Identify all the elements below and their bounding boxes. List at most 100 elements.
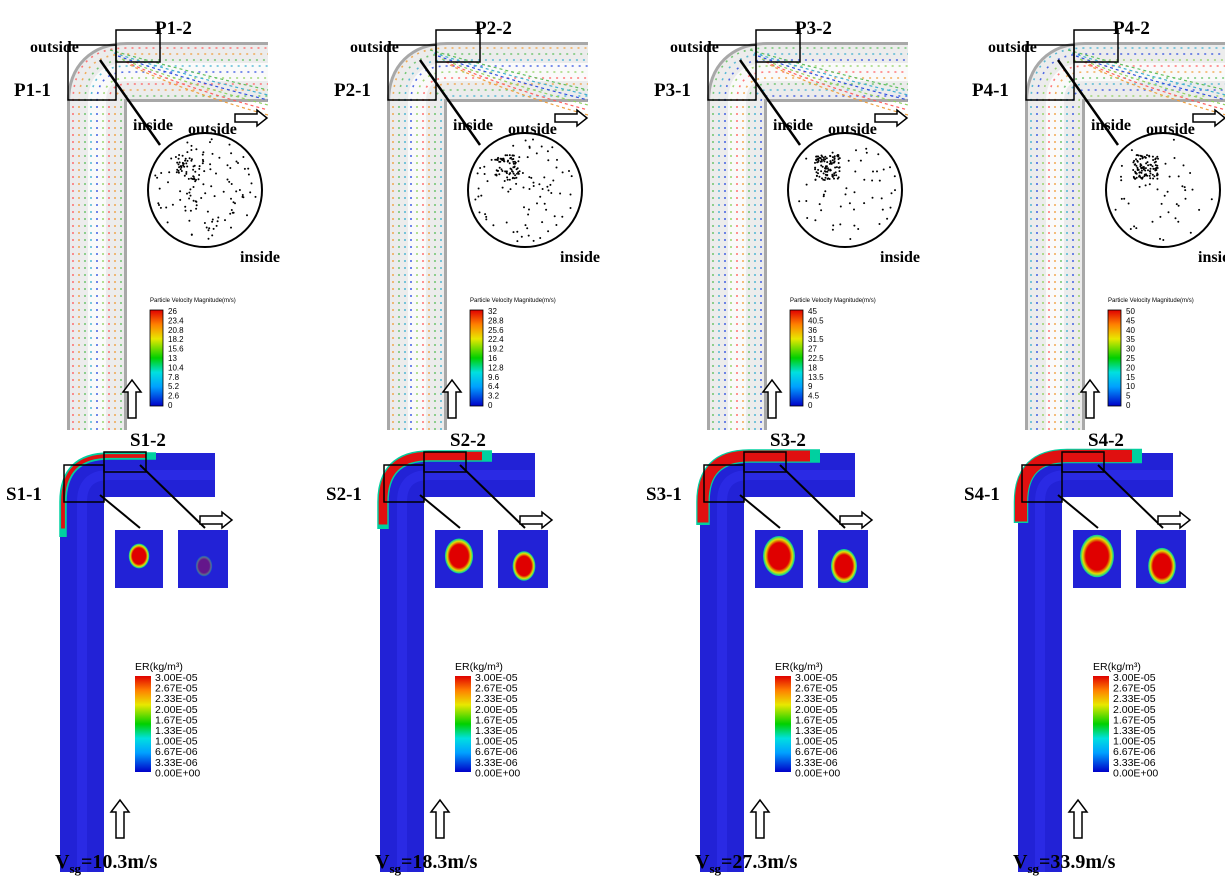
particle-dot <box>515 168 518 171</box>
particle-dot <box>205 226 208 229</box>
particle-dot <box>1141 156 1144 159</box>
particle-dot <box>848 202 851 205</box>
particle-dot <box>889 166 891 169</box>
particle-dot <box>516 240 519 243</box>
particle-dot <box>881 208 884 211</box>
particle-track <box>433 52 589 96</box>
particle-dot <box>1145 162 1148 165</box>
particle-track <box>765 61 909 111</box>
particle-dot <box>524 224 527 227</box>
particle-dot <box>1174 217 1177 220</box>
velocity-tick-label: 18.2 <box>168 335 184 344</box>
inset-2-erosion <box>195 555 213 577</box>
particle-dot <box>1137 154 1140 157</box>
cross-section-circle <box>147 132 263 248</box>
inside-label: inside <box>453 117 493 134</box>
pipe-highlight <box>728 63 908 430</box>
flow-up-arrow-icon <box>109 798 131 839</box>
velocity-tick-label: 36 <box>808 326 817 335</box>
particle-dot <box>815 175 818 177</box>
inset-1-erosion <box>128 543 150 569</box>
velocity-tick-label: 18 <box>808 363 817 372</box>
particle-dot <box>1183 186 1186 189</box>
er-tick-label: 3.00E-05 <box>1113 672 1156 684</box>
particle-dot <box>1162 239 1165 241</box>
particle-dot <box>211 218 214 221</box>
particle-dot <box>222 190 225 193</box>
particle-dot <box>1154 158 1157 161</box>
particle-dot <box>1140 166 1143 169</box>
particle-dot <box>1164 162 1167 165</box>
particle-dot <box>833 155 836 158</box>
particle-dot <box>509 167 512 170</box>
velocity-tick-label: 45 <box>1126 316 1135 325</box>
particle-dot <box>798 200 801 203</box>
particle-dot <box>839 223 842 226</box>
inside-label: inside <box>773 117 813 134</box>
er-tick-label: 2.00E-05 <box>475 704 518 716</box>
particle-dot <box>1135 176 1138 179</box>
particle-dot <box>1133 177 1136 180</box>
particle-dot <box>527 213 530 216</box>
er-tick-label: 2.67E-05 <box>475 683 518 695</box>
flow-up-arrow-icon <box>749 798 771 839</box>
particle-dot <box>521 172 524 174</box>
particle-dot <box>197 178 200 181</box>
particle-dot <box>831 175 834 178</box>
vsg-label: Vsg=27.3m/s <box>695 851 798 876</box>
particle-dot <box>837 162 840 164</box>
particle-track <box>754 89 908 430</box>
particle-dot <box>211 152 214 155</box>
particle-dot <box>820 209 823 212</box>
particle-dot <box>871 179 874 182</box>
erosion-zone-hot <box>697 450 810 523</box>
particle-track <box>434 89 588 430</box>
velocity-tick-label: 9.6 <box>488 373 500 382</box>
particle-dot <box>1135 227 1138 230</box>
particle-dot <box>189 209 192 212</box>
inside-circle-label: inside <box>1198 249 1225 266</box>
particle-dot <box>541 188 544 190</box>
particle-dot <box>180 170 183 172</box>
particle-dot <box>498 166 501 169</box>
particle-dot <box>254 195 257 198</box>
pointer-line-1 <box>419 494 461 529</box>
particle-dot <box>517 160 520 163</box>
particle-dot <box>528 176 531 179</box>
particle-track <box>113 52 269 96</box>
particle-dot <box>1123 197 1126 200</box>
particle-dot <box>539 237 542 239</box>
particle-dot <box>832 224 835 227</box>
er-legend-title: ER(kg/m³) <box>455 661 503 673</box>
particle-dot <box>178 166 181 169</box>
particle-dot <box>894 189 896 192</box>
particle-track <box>1072 89 1225 430</box>
particle-dot <box>865 151 868 154</box>
particle-dot <box>190 177 193 180</box>
outside-label: outside <box>988 39 1037 56</box>
particle-dot <box>824 158 827 161</box>
erosion-zone-hot <box>61 454 146 529</box>
pointer-line-1 <box>99 494 141 529</box>
particle-dot <box>547 230 550 233</box>
region-box-1 <box>1025 44 1075 101</box>
particle-dot <box>543 202 546 205</box>
er-tick-label: 3.00E-05 <box>155 672 198 684</box>
cross-section-circle <box>1105 132 1221 248</box>
particle-dot <box>1157 157 1159 160</box>
particle-dot <box>820 158 823 161</box>
particle-dot <box>517 172 520 175</box>
particle-dot <box>838 170 841 173</box>
inside-circle-label: inside <box>880 249 920 266</box>
particle-track <box>1071 52 1225 96</box>
velocity-tick-label: 20 <box>1126 363 1135 372</box>
particle-dot <box>505 221 508 224</box>
particle-dot <box>822 156 825 159</box>
region-label-1: S4-1 <box>964 484 1000 505</box>
particle-dot <box>213 195 216 198</box>
particle-dot <box>232 211 235 214</box>
particle-dot <box>513 177 516 180</box>
